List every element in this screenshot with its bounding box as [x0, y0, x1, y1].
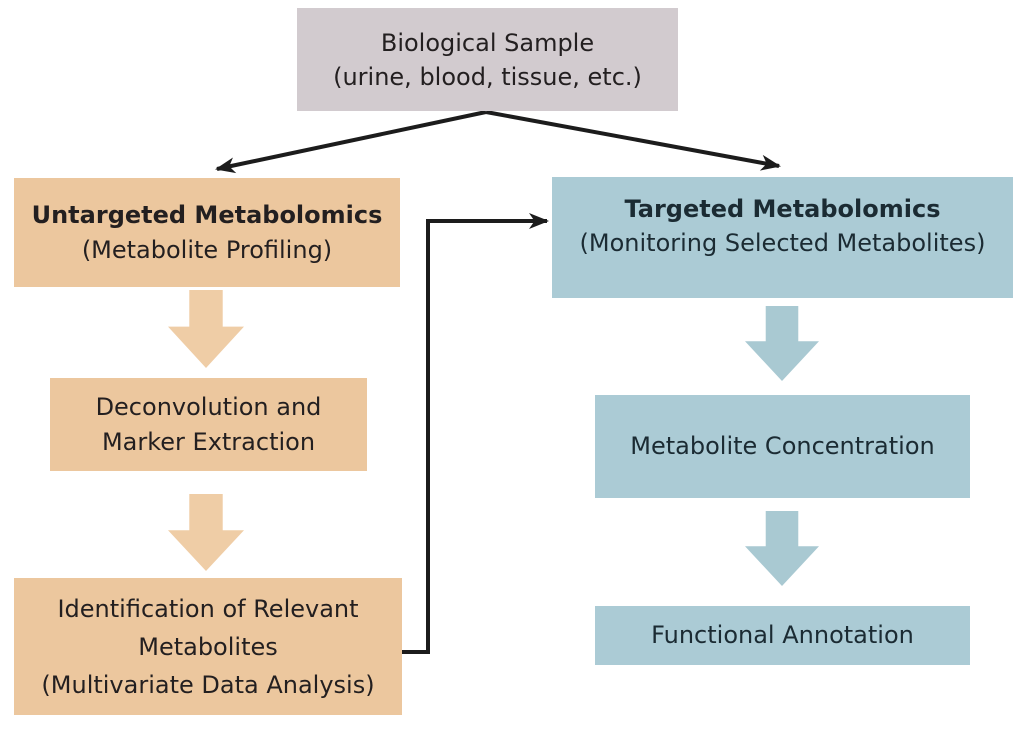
down-block-arrow-blue-1-icon: [745, 306, 819, 381]
untargeted-subtitle: (Metabolite Profiling): [81, 235, 333, 264]
functional-annotation-label: Functional Annotation: [651, 621, 914, 649]
targeted-title: Targeted Metabolomics: [624, 195, 941, 223]
biological-sample-box: Biological Sample (urine, blood, tissue,…: [297, 8, 678, 111]
down-block-arrow-orange-1-icon: [168, 290, 244, 368]
identification-line2: Metabolites: [138, 632, 278, 661]
targeted-metabolomics-box: Targeted Metabolomics (Monitoring Select…: [552, 177, 1013, 298]
untargeted-metabolomics-box: Untargeted Metabolomics (Metabolite Prof…: [14, 178, 400, 287]
arrow-sample-to-untargeted-icon: [215, 110, 487, 174]
deconvolution-line2: Marker Extraction: [101, 427, 316, 456]
identification-line1: Identification of Relevant: [57, 594, 359, 623]
down-block-arrow-blue-2-icon: [745, 511, 819, 586]
functional-annotation-box: Functional Annotation: [595, 606, 970, 665]
untargeted-title: Untargeted Metabolomics: [31, 200, 383, 229]
down-block-arrow-orange-2-icon: [168, 494, 244, 571]
metabolite-concentration-box: Metabolite Concentration: [595, 395, 970, 498]
deconvolution-box: Deconvolution and Marker Extraction: [50, 378, 367, 471]
arrow-sample-to-targeted-icon: [485, 110, 781, 171]
identification-line3: (Multivariate Data Analysis): [41, 670, 375, 699]
biological-sample-line1: Biological Sample: [380, 28, 595, 57]
identification-box: Identification of Relevant Metabolites (…: [14, 578, 402, 715]
targeted-subtitle: (Monitoring Selected Metabolites): [579, 229, 986, 257]
deconvolution-line1: Deconvolution and: [95, 392, 322, 421]
biological-sample-line2: (urine, blood, tissue, etc.): [333, 62, 642, 91]
metabolite-concentration-label: Metabolite Concentration: [630, 432, 935, 460]
arrow-identification-to-targeted-icon: [400, 213, 549, 654]
